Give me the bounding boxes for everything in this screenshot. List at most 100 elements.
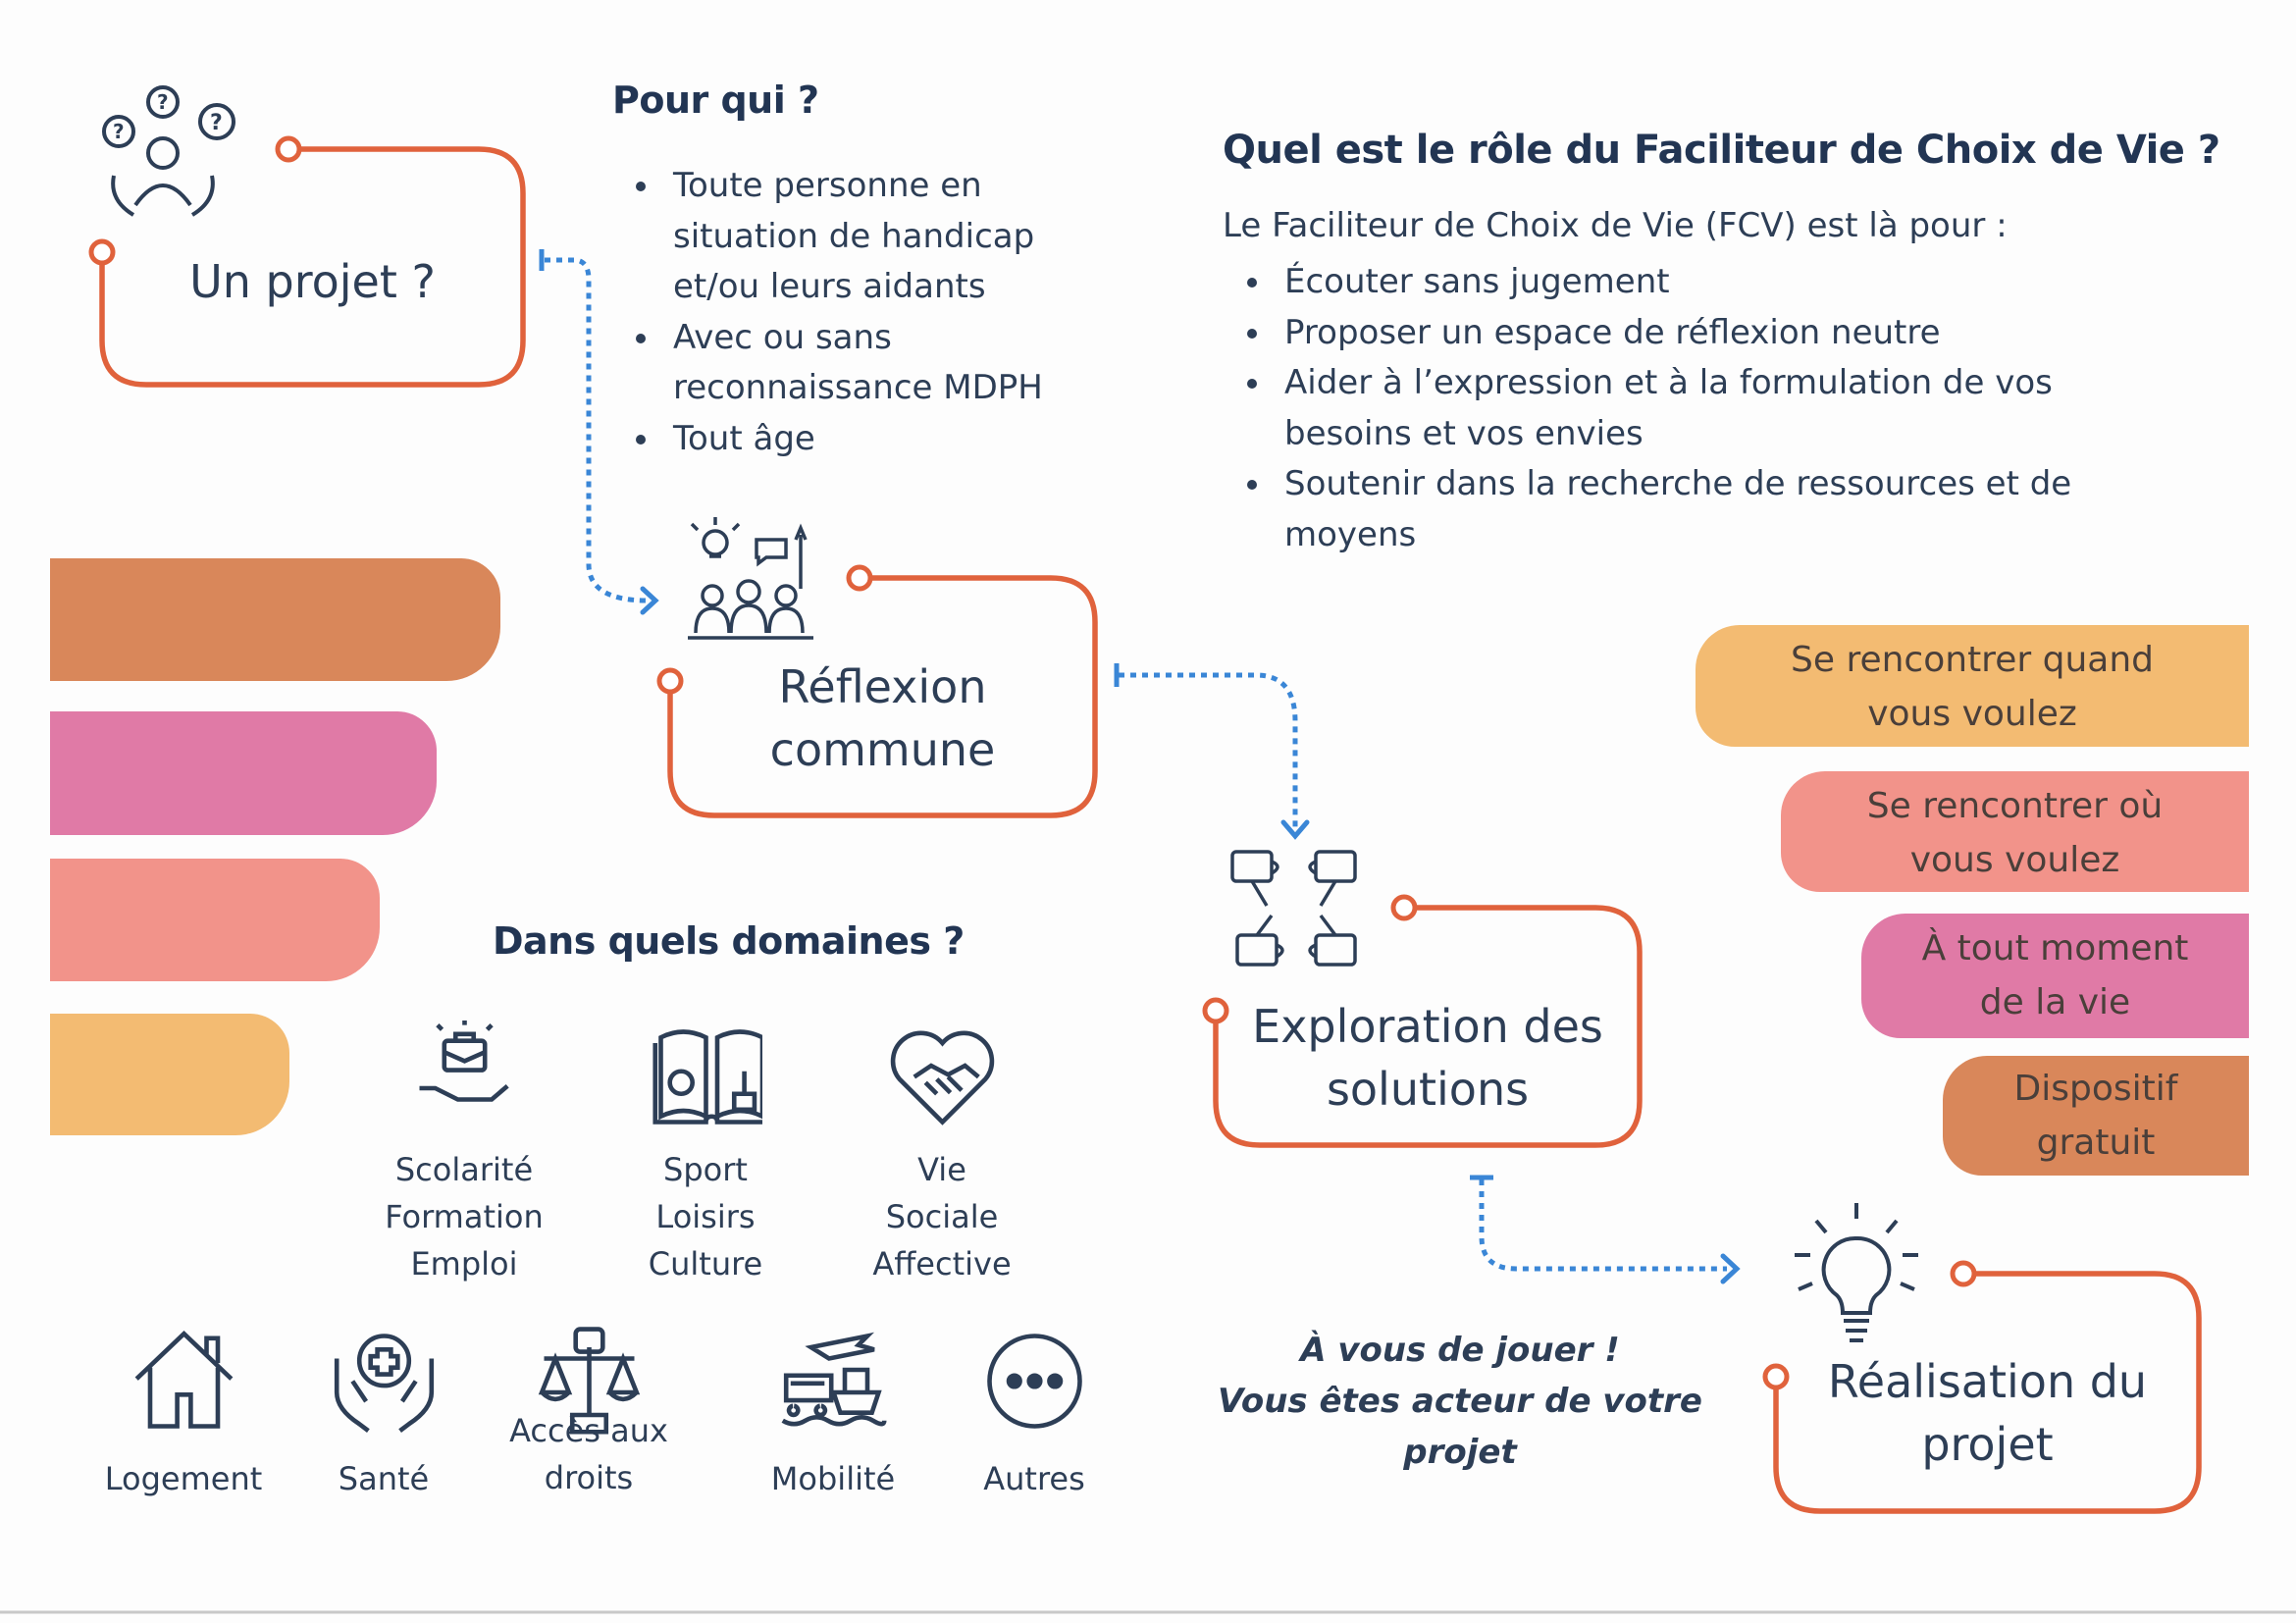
domain-label-line: Mobilité — [770, 1460, 896, 1497]
list-item-line: Aider à l’expression et à la formulation… — [1284, 363, 2053, 402]
step-realisation-box-top-node — [1950, 1260, 1977, 1287]
step-exploration-label: Exploration des solutions — [1216, 995, 1640, 1121]
domain-label: Logement — [105, 1455, 263, 1502]
heart-handshake-icon — [890, 1030, 994, 1126]
svg-text:?: ? — [113, 120, 125, 143]
arrow-exploration-realisation — [1479, 1179, 1727, 1272]
list-item: Proposer un espace de réflexion neutre — [1246, 308, 2071, 359]
label-line: solutions — [1326, 1063, 1530, 1116]
lightbulb-icon — [1795, 1203, 1918, 1342]
feature-text-line: Se rencontrer quand — [1791, 640, 2154, 680]
more-dots-icon — [986, 1334, 1082, 1429]
call-to-action: À vous de jouer ! Vous êtes acteur de vo… — [1218, 1325, 1702, 1478]
step-reflexion-label: Réflexion commune — [670, 655, 1095, 781]
transport-icon — [781, 1332, 887, 1427]
list-item-line: Soutenir dans la recherche de ressources… — [1284, 464, 2072, 503]
cta-line: projet — [1403, 1433, 1517, 1472]
domain-label-line: Culture — [648, 1245, 763, 1283]
domain-label: Accès aux droits — [509, 1407, 668, 1501]
label-line: Réflexion — [778, 660, 987, 713]
domain-label-line: Loisirs — [655, 1198, 756, 1235]
svg-text:?: ? — [210, 111, 223, 135]
domain-label-line: Formation — [385, 1198, 544, 1235]
feature-text-line: vous voulez — [1867, 694, 2077, 734]
domain-label-line: Sport — [663, 1151, 748, 1188]
domain-label: Autres — [983, 1455, 1085, 1502]
feature-when: Se rencontrer quand vous voulez — [1696, 625, 2249, 747]
feature-text-line: Dispositif — [2013, 1069, 2178, 1109]
cta-line: À vous de jouer ! — [1300, 1331, 1620, 1370]
list-item-line: et/ou leurs aidants — [673, 267, 986, 306]
group-discussion-icon — [688, 517, 813, 640]
role-intro: Le Faciliteur de Choix de Vie (FCV) est … — [1223, 206, 2008, 245]
domain-label-line: Accès aux — [509, 1412, 668, 1449]
feature-anytime: À tout moment de la vie — [1861, 914, 2249, 1038]
step-exploration-box-left-node — [1202, 997, 1229, 1024]
svg-text:?: ? — [157, 90, 169, 114]
arrow-reflexion-exploration-head — [1280, 819, 1310, 840]
domain-label-line: Emploi — [410, 1245, 518, 1283]
open-book-icon — [652, 1029, 762, 1125]
label-line: projet — [1921, 1418, 2054, 1471]
feature-free: Dispositif gratuit — [1943, 1056, 2249, 1176]
list-item-line: Toute personne en — [673, 166, 982, 205]
decor-stripe-orange — [50, 558, 500, 681]
domain-label-line: droits — [544, 1459, 634, 1496]
domain-label: Mobilité — [771, 1455, 895, 1502]
step-realisation-label: Réalisation du projet — [1776, 1350, 2199, 1476]
list-item-line: besoins et vos envies — [1284, 413, 1644, 453]
step-projet-label: Un projet ? — [189, 255, 436, 308]
briefcase-hand-icon — [419, 1021, 509, 1102]
list-item-line: Écouter sans jugement — [1284, 262, 1670, 301]
step-reflexion-box-outline — [667, 575, 1098, 818]
feature-where: Se rencontrer où vous voulez — [1781, 771, 2249, 892]
list-item-line: moyens — [1284, 514, 1417, 554]
list-item-line: reconnaissance MDPH — [673, 368, 1043, 407]
step-reflexion-box-left-node — [656, 667, 684, 695]
domain-label-line: Autres — [983, 1460, 1085, 1497]
label-line: commune — [769, 723, 996, 776]
decor-stripe-salmon — [50, 859, 380, 981]
puzzle-hands-icon — [1230, 850, 1357, 967]
step-projet-box-outline — [99, 146, 526, 388]
domain-label-line: Scolarité — [394, 1151, 534, 1188]
feature-text-line: gratuit — [2036, 1123, 2156, 1163]
arrow-projet-reflexion-head — [640, 586, 659, 615]
list-item-line: Tout âge — [673, 418, 815, 458]
domain-label-line: Affective — [872, 1245, 1012, 1283]
house-icon — [134, 1331, 233, 1429]
arrow-projet-reflexion — [545, 257, 649, 603]
list-item: Écouter sans jugement — [1246, 257, 2071, 308]
domain-label-line: Logement — [104, 1460, 263, 1497]
arrow-exploration-realisation-head — [1720, 1253, 1741, 1284]
list-item: Aider à l’expression et à la formulation… — [1246, 358, 2071, 459]
feature-text-line: de la vie — [1979, 982, 2131, 1022]
label-line: Réalisation du — [1827, 1355, 2148, 1408]
health-hands-icon — [334, 1334, 434, 1433]
pour-qui-title: Pour qui ? — [612, 79, 819, 122]
cta-line: Vous êtes acteur de votre — [1218, 1382, 1702, 1421]
step-projet-box-left-node — [88, 238, 116, 266]
step-realisation-box-left-node — [1762, 1363, 1790, 1390]
list-item: Tout âge — [636, 414, 1043, 465]
step-exploration-box-top-node — [1390, 894, 1418, 921]
feature-text-line: vous voulez — [1909, 840, 2120, 880]
feature-text-line: À tout moment — [1921, 928, 2189, 969]
role-title: Quel est le rôle du Faciliteur de Choix … — [1223, 128, 2220, 173]
domain-label-line: Sociale — [885, 1198, 999, 1235]
feature-text-line: Se rencontrer où — [1866, 786, 2164, 826]
domain-label-line: Vie — [917, 1151, 966, 1188]
label-line: Exploration des — [1252, 1000, 1603, 1053]
step-projet-box-top-node — [275, 135, 302, 163]
decor-stripe-yellow — [50, 1014, 289, 1135]
domain-label-line: Santé — [338, 1460, 430, 1497]
step-realisation-box-outline — [1773, 1271, 2202, 1514]
domaines-title: Dans quels domaines ? — [493, 919, 965, 963]
list-item-line: Proposer un espace de réflexion neutre — [1284, 312, 1941, 352]
